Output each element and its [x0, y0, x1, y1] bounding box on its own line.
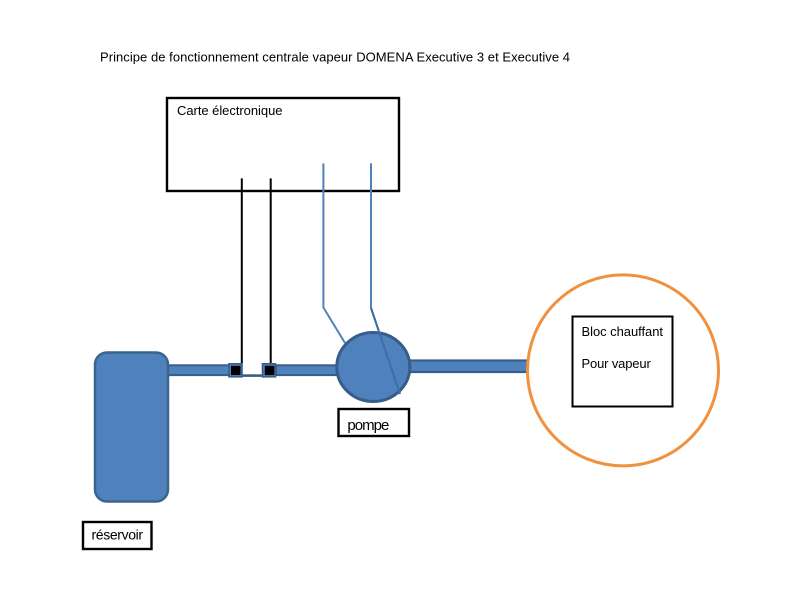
svg-text:réservoir: réservoir: [92, 527, 144, 543]
svg-text:Bloc chauffant: Bloc chauffant: [582, 324, 664, 339]
svg-text:Principe de fonctionnement cen: Principe de fonctionnement centrale vape…: [100, 50, 570, 65]
svg-text:Carte électronique: Carte électronique: [177, 103, 283, 118]
svg-text:Pour vapeur: Pour vapeur: [582, 356, 652, 371]
svg-text:pompe: pompe: [347, 417, 389, 434]
